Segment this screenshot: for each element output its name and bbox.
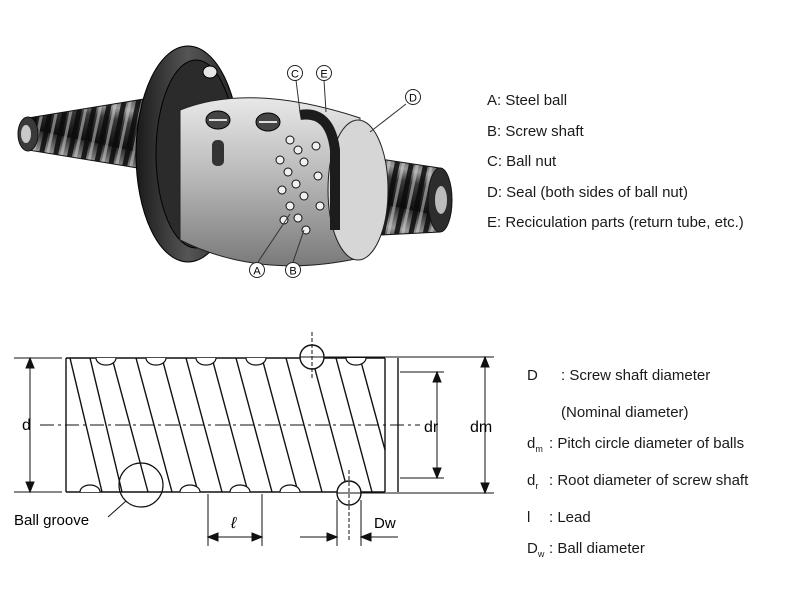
label-dm: dm xyxy=(470,419,492,436)
label-dw: Dw xyxy=(374,515,396,532)
svg-text:C: C xyxy=(291,69,299,81)
ball-screw-photo: C E D A B xyxy=(17,45,453,278)
ball-groove-label: Ball groove xyxy=(14,512,89,529)
dim-lead xyxy=(206,494,264,546)
dim-dw xyxy=(300,500,398,546)
callout-d: D xyxy=(405,89,421,105)
ball-groove-marker xyxy=(118,462,164,508)
ball-top xyxy=(299,332,325,380)
dimension-legend: D : Screw shaft diameter (Nominal diamet… xyxy=(527,360,748,570)
legend-steel-ball: A: Steel ball xyxy=(487,92,568,109)
label-lead: ℓ xyxy=(230,515,237,532)
dim-d xyxy=(14,356,62,494)
label-d: d xyxy=(22,417,31,434)
svg-text:A: A xyxy=(253,266,261,278)
legend-recirculation-parts: E: Reciculation parts (return tube, etc.… xyxy=(487,214,744,231)
legend-row-dm: dm : Pitch circle diameter of balls xyxy=(527,435,745,454)
callout-a: A xyxy=(249,262,265,278)
legend-row-D: D : Screw shaft diameter xyxy=(527,367,711,384)
label-dr: dr xyxy=(424,419,439,436)
ball-bottom xyxy=(336,470,362,540)
legend-row-nominal: (Nominal diameter) xyxy=(561,404,689,421)
dim-dr xyxy=(400,370,444,480)
legend-row-lead: l : Lead xyxy=(527,509,591,526)
ball-nut xyxy=(179,97,389,267)
steel-balls xyxy=(275,135,325,235)
dim-dm xyxy=(324,355,494,495)
screw-shaft-schematic: Ball groove d dr dm ℓ xyxy=(14,332,494,546)
callout-c: C xyxy=(287,65,303,81)
legend-row-dr: dr : Root diameter of screw shaft xyxy=(527,472,749,491)
legend-screw-shaft: B: Screw shaft xyxy=(487,122,584,140)
legend-row-dw: Dw : Ball diameter xyxy=(527,540,645,559)
callout-e: E xyxy=(316,65,332,81)
groove-scallops xyxy=(79,357,367,493)
legend-ball-nut: C: Ball nut xyxy=(487,153,557,170)
svg-text:B: B xyxy=(289,266,296,278)
screw-shaft-left xyxy=(17,97,151,171)
legend-seal: D: Seal (both sides of ball nut) xyxy=(487,183,688,201)
callout-b: B xyxy=(285,262,301,278)
parts-legend: A: Steel ball B: Screw shaft C: Ball nut… xyxy=(487,86,744,239)
svg-text:E: E xyxy=(320,69,327,81)
svg-text:D: D xyxy=(409,93,417,105)
